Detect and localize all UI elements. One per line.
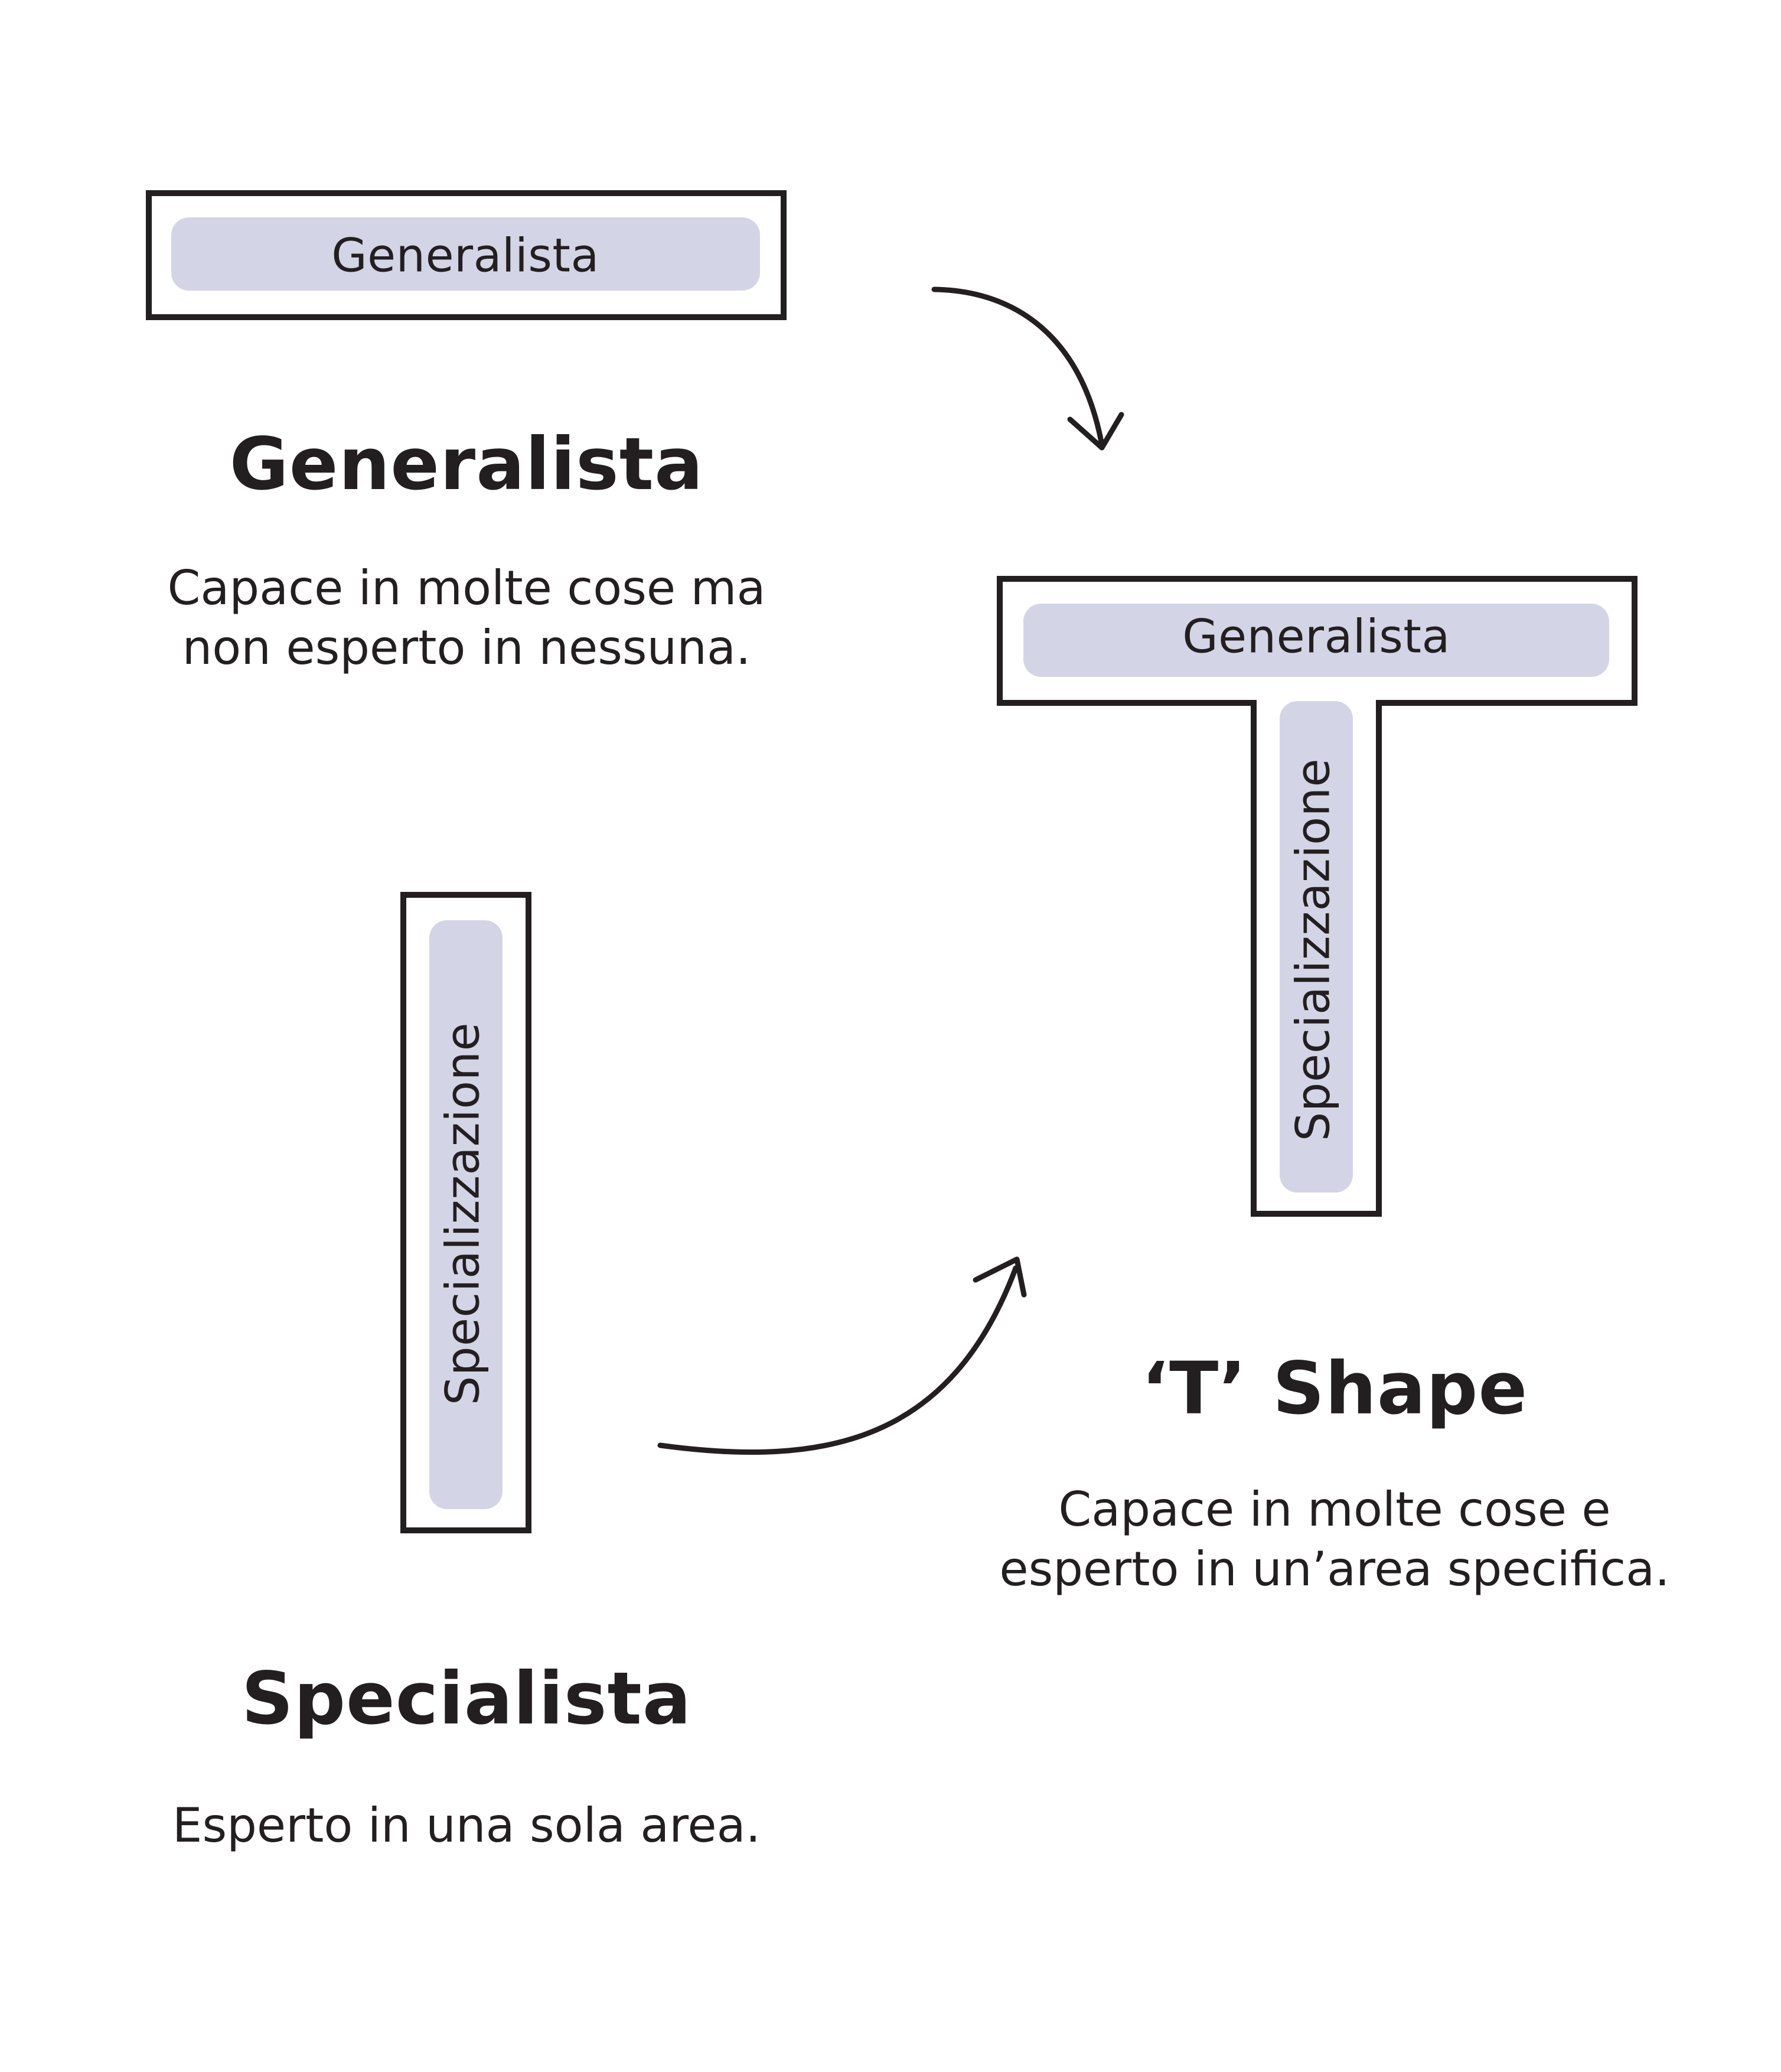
generalista-bar-label: Generalista [331, 229, 599, 282]
t-shape-stem-pill [1280, 701, 1353, 1193]
specialista-bar-pill [429, 920, 503, 1509]
curved-arrow-up-icon [657, 1256, 1027, 1455]
t-shape-top-pill [1023, 604, 1609, 677]
t-shape-figure: Generalista Specializzazione [997, 576, 1638, 1217]
generalista-bar-pill [171, 217, 760, 291]
curved-arrow-down-icon [931, 286, 1124, 451]
specialista-title: Specialista [241, 1657, 692, 1741]
specialista-bar-label: Specializzazione [436, 1022, 490, 1405]
t-shape-description: Capace in molte cose e esperto in un’are… [999, 1482, 1670, 1597]
t-shape-title: ‘T’ Shape [1141, 1347, 1528, 1431]
generalista-title: Generalista [229, 422, 704, 506]
t-shape-top-label: Generalista [1182, 610, 1450, 663]
generalista-bar: Generalista [146, 190, 787, 320]
generalista-description: Capace in molte cose ma non esperto in n… [167, 561, 766, 675]
t-shape-stem-label: Specializzazione [1287, 758, 1340, 1141]
specialista-bar: Specializzazione [400, 892, 531, 1533]
specialista-description: Esperto in una sola area. [172, 1798, 761, 1853]
